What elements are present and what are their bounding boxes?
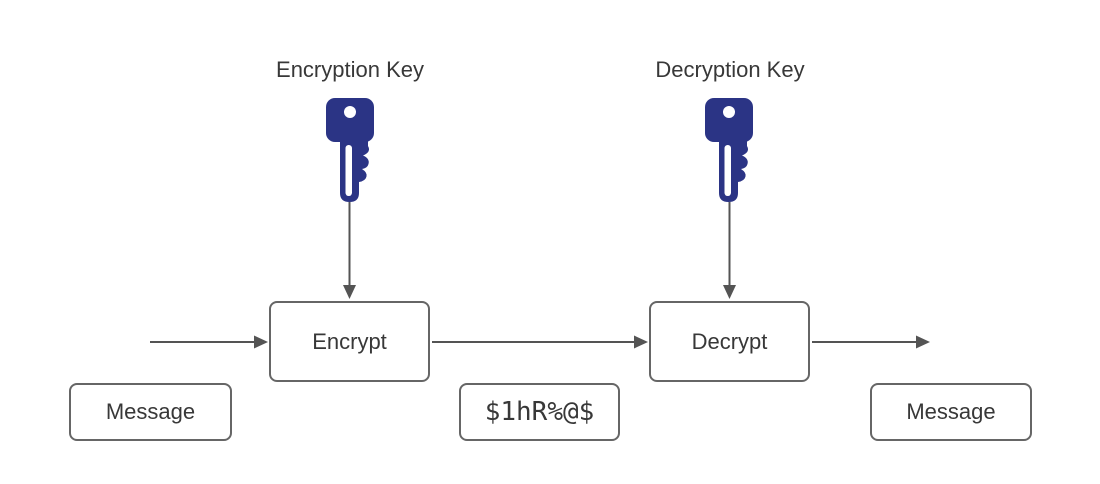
key-icon — [326, 98, 374, 202]
arrow-decryption-key-to-decrypt — [723, 202, 736, 299]
encrypt-label: Encrypt — [312, 328, 387, 354]
arrow-input-to-encrypt — [150, 335, 268, 349]
encrypt-box: Encrypt — [269, 301, 430, 382]
message-output-label: Message — [906, 399, 996, 424]
arrow-encrypt-to-decrypt — [432, 335, 648, 349]
message-input-box: Message — [69, 383, 232, 441]
key-icon — [705, 98, 753, 202]
message-output-box: Message — [870, 383, 1032, 441]
decrypt-box: Decrypt — [649, 301, 810, 382]
message-input-label: Message — [105, 399, 196, 424]
ciphertext-box: $1hR%@$ — [459, 383, 620, 441]
ciphertext-label: $1hR%@$ — [484, 397, 595, 427]
decrypt-label: Decrypt — [691, 328, 768, 354]
encryption-key-label: Encryption Key — [276, 57, 424, 82]
arrow-encryption-key-to-encrypt — [343, 202, 356, 299]
decryption-key-label: Decryption Key — [655, 57, 805, 82]
arrow-decrypt-to-output — [812, 335, 930, 349]
